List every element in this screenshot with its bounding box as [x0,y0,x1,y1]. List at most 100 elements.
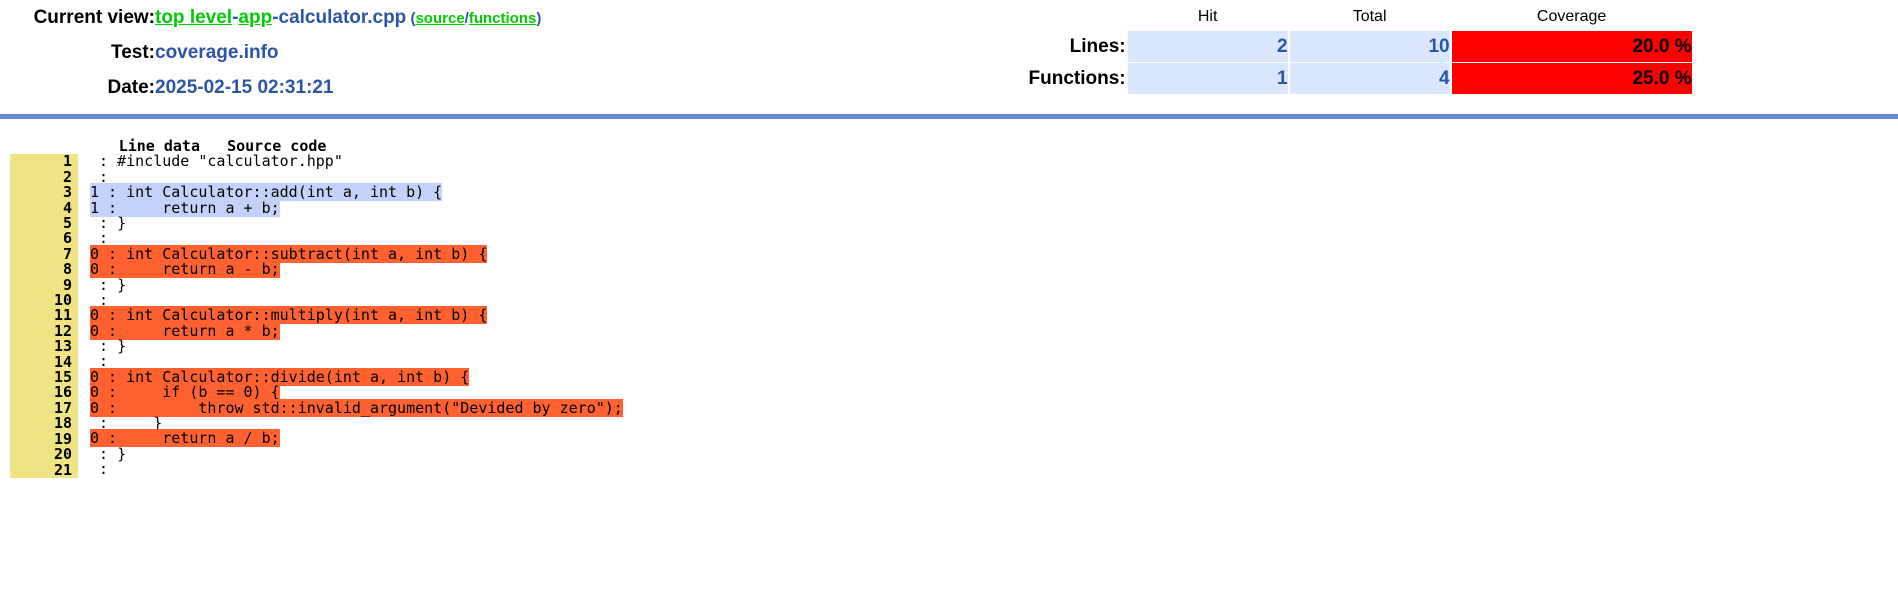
source-line: : } [90,275,623,294]
source-line: : } [90,337,623,356]
breadcrumb-current-file: calculator.cpp [278,6,407,28]
functions-total-value: 4 [1289,63,1450,94]
line-data-header: Line data [118,137,200,155]
gutter-header-spacer [10,139,78,155]
line-separator: : [90,275,118,294]
source-code-header: Source code [227,137,327,155]
source-line: 1 : return a + b; [90,198,623,217]
line-hit-count: 0 [90,244,100,263]
line-source-text: int Calculator::multiply(int a, int b) { [126,306,488,325]
breadcrumb: top level-app-calculator.cpp (source/fun… [155,0,1027,35]
line-separator: : [99,398,127,417]
line-numbers: 1 2 3 4 5 6 7 8 9 10 11 12 13 14 15 16 1… [53,152,72,479]
line-source-text: return a - b; [126,260,280,279]
line-source-text: return a / b; [126,429,280,448]
source-line: 0 : if (b == 0) { [90,383,623,402]
line-source-text: int Calculator::divide(int a, int b) { [126,367,470,386]
line-source-text: throw std::invalid_argument("Devided by … [126,398,623,417]
report-header: Current view: top level-app-calculator.c… [0,0,1898,105]
source-line: 0 : int Calculator::divide(int a, int b)… [90,367,623,386]
line-separator: : [90,229,118,248]
line-hit-count: 0 [90,367,100,386]
line-separator: : [90,337,118,356]
line-hit-count: 0 [90,429,100,448]
breadcrumb-separator-1: - [232,6,239,28]
lines-hit-value: 2 [1127,31,1288,62]
source-link[interactable]: source [415,9,465,27]
breadcrumb-link-top-level[interactable]: top level [155,6,233,28]
source-line: : } [90,444,623,463]
line-hit-count: 1 [90,183,100,202]
line-hit-count: 0 [90,321,100,340]
paren-open: ( [410,9,416,27]
functions-link[interactable]: functions [468,9,537,27]
line-separator: : [99,260,127,279]
line-separator: : [99,306,127,325]
breadcrumb-separator-2: - [272,6,279,28]
line-source-text: return a + b; [126,198,280,217]
source-line: : } [90,414,623,433]
header-divider [0,114,1898,119]
date-value: 2025-02-15 02:31:21 [155,76,334,98]
line-source-text: } [117,444,127,463]
date-label: Date: [107,76,155,98]
source-line: 0 : int Calculator::multiply(int a, int … [90,306,623,325]
source-line: : } [90,213,623,232]
line-separator: : [90,460,118,479]
line-number-gutter: 1 2 3 4 5 6 7 8 9 10 11 12 13 14 15 16 1… [10,139,78,478]
test-label: Test: [111,41,155,63]
source-listing: 1 2 3 4 5 6 7 8 9 10 11 12 13 14 15 16 1… [0,137,1898,478]
line-source-text: } [117,337,127,356]
source-line: 0 : throw std::invalid_argument("Devided… [90,398,623,417]
line-separator: : [90,167,118,186]
line-hit-count: 0 [90,383,100,402]
current-view-label: Current view: [33,6,155,28]
line-separator: : [90,152,118,171]
source-table: 1 2 3 4 5 6 7 8 9 10 11 12 13 14 15 16 1… [10,137,623,478]
source-line: 0 : return a - b; [90,260,623,279]
source-line: 0 : return a * b; [90,321,623,340]
functions-coverage-value: 25.0 % [1451,63,1692,94]
line-separator: : [90,213,118,232]
paren-slash: / [464,9,469,27]
line-separator: : [90,414,118,433]
stats-col-hit: Hit [1197,7,1218,25]
source-line: : [90,354,623,369]
functions-hit-value: 1 [1127,63,1288,94]
line-source-text: return a * b; [126,321,280,340]
source-line: : #include "calculator.hpp" [90,154,623,169]
stats-row-label-functions: Functions: [1028,67,1126,89]
line-separator: : [99,321,127,340]
line-separator: : [90,290,118,309]
stats-header-row: Hit Total Coverage [1029,3,1692,30]
coverage-stats-table: Hit Total Coverage Lines: 2 10 20.0 % Fu… [1027,2,1694,95]
source-line: 0 : return a / b; [90,429,623,448]
source-line: : [90,231,623,246]
line-separator: : [99,183,127,202]
line-source-text: #include "calculator.hpp" [117,152,343,171]
source-line: 0 : int Calculator::subtract(int a, int … [90,244,623,263]
stats-row-lines: Lines: 2 10 20.0 % [1029,31,1692,62]
paren-close: ) [536,9,542,27]
stats-row-functions: Functions: 1 4 25.0 % [1029,63,1692,94]
code-column: Line data Source code : #include "calcul… [78,137,623,478]
line-source-text: if (b == 0) { [126,383,280,402]
source-line: : [90,290,623,309]
stats-col-coverage: Coverage [1536,7,1607,25]
line-separator: : [99,244,127,263]
code-lines: : #include "calculator.hpp" : 1 : int Ca… [90,154,623,477]
line-separator: : [99,383,127,402]
line-source-text: } [117,275,127,294]
line-separator: : [90,352,118,371]
line-source-text: } [117,213,127,232]
line-separator: : [90,444,118,463]
breadcrumb-link-app[interactable]: app [238,6,273,28]
source-line: 1 : int Calculator::add(int a, int b) { [90,183,623,202]
source-column-headers: Line data Source code [90,137,623,155]
line-hit-count: 0 [90,260,100,279]
stats-col-total: Total [1352,7,1387,25]
line-hit-count: 0 [90,398,100,417]
line-separator: : [99,367,127,386]
line-hit-count: 0 [90,306,100,325]
stats-row-label-lines: Lines: [1069,35,1126,57]
